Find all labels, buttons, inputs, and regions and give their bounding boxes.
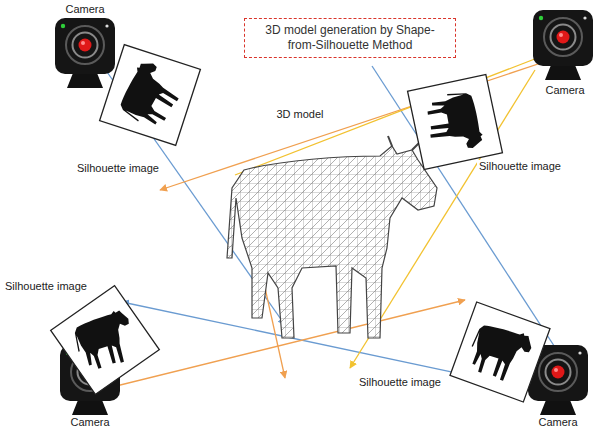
silhouette-image: Silhouette image: [415, 82, 495, 162]
silhouette-image: Silhouette image: [110, 55, 190, 135]
mesh-model: [227, 136, 437, 338]
silhouette-image: Silhouette image: [66, 301, 144, 379]
image-label: Silhouette image: [357, 376, 443, 389]
image-label: Silhouette image: [75, 162, 161, 175]
image-frame: [110, 55, 190, 135]
camera-label: Camera: [536, 416, 579, 429]
camera-icon: [55, 18, 115, 88]
silhouette-image: Silhouette image: [461, 313, 539, 391]
image-label: Silhouette image: [3, 280, 89, 293]
model-label: 3D model: [274, 108, 325, 121]
camera-label: Camera: [543, 84, 586, 97]
title-text: 3D model generation by Shape-from-Silhou…: [255, 23, 445, 53]
camera-label: Camera: [68, 416, 111, 429]
image-frame: [66, 301, 144, 379]
image-label: Silhouette image: [477, 160, 563, 173]
camera-icon: [533, 10, 593, 80]
image-frame: [461, 313, 539, 391]
camera-label: Camera: [63, 3, 106, 16]
title-box: 3D model generation by Shape-from-Silhou…: [244, 18, 456, 58]
image-frame: [415, 82, 495, 162]
